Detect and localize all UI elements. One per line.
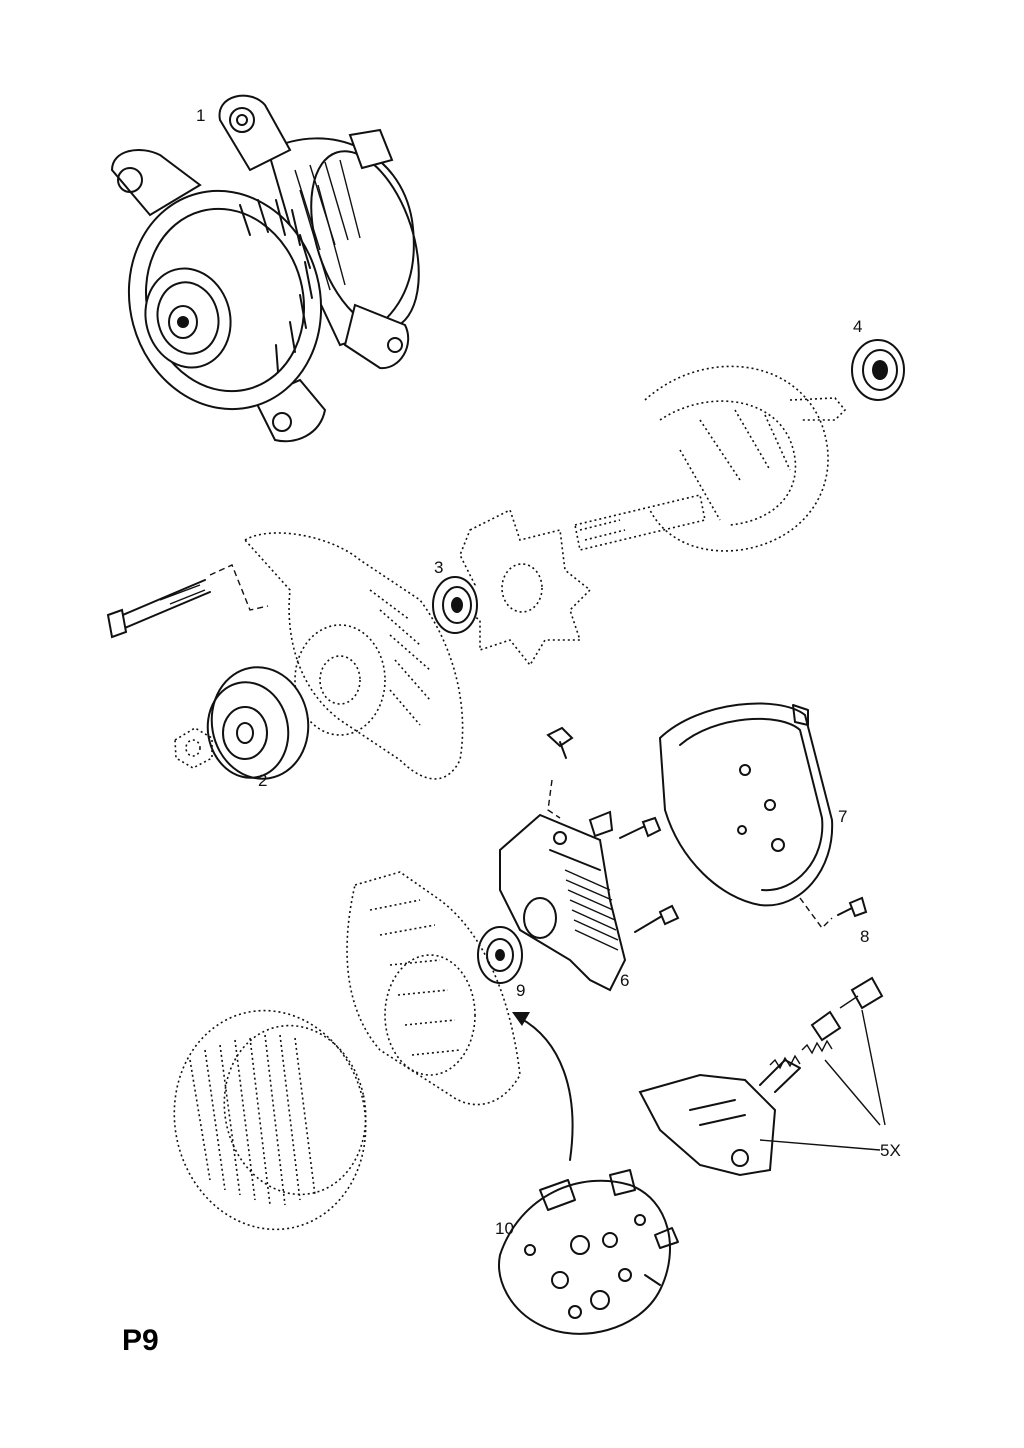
callout-1: 1	[196, 106, 205, 125]
cooling-fan	[453, 508, 592, 667]
carbon-brushes	[810, 976, 884, 1042]
rear-housing	[346, 871, 521, 1106]
callout-6: 6	[620, 971, 629, 990]
callout-5x: 5X	[880, 1141, 901, 1160]
screw-top	[546, 726, 574, 819]
front-housing	[243, 532, 464, 780]
stator	[173, 1009, 367, 1231]
callout-9: 9	[516, 981, 525, 1000]
screw-middle	[619, 816, 662, 839]
front-bearing[interactable]	[432, 576, 478, 634]
rectifier[interactable]	[498, 1169, 679, 1335]
callout-10: 10	[495, 1219, 514, 1238]
rear-bearing[interactable]	[851, 339, 905, 401]
callout-2: 2	[258, 771, 267, 790]
page-code: P9	[122, 1324, 159, 1357]
callouts: 1 4 3 2 7 8 9 6 5X 10	[196, 106, 901, 1238]
through-bolt	[106, 564, 269, 639]
callout-8: 8	[860, 927, 869, 946]
callout-3: 3	[434, 558, 443, 577]
pulley-nut[interactable]	[174, 727, 213, 769]
rear-cover[interactable]	[658, 702, 834, 907]
alternator-assembly[interactable]	[105, 94, 439, 443]
assembly-arrow	[512, 1012, 574, 1161]
rotor	[574, 365, 847, 552]
brush-holder[interactable]	[638, 1059, 801, 1177]
callout-4: 4	[853, 317, 862, 336]
cover-screw[interactable]	[799, 896, 868, 930]
brush-springs	[769, 1039, 833, 1070]
regulator[interactable]	[499, 810, 627, 992]
pulley[interactable]	[200, 660, 317, 787]
leader-lines-5x	[759, 1009, 886, 1151]
callout-7: 7	[838, 807, 847, 826]
screw-lower	[634, 904, 680, 933]
slip-ring-bearing[interactable]	[477, 926, 523, 984]
